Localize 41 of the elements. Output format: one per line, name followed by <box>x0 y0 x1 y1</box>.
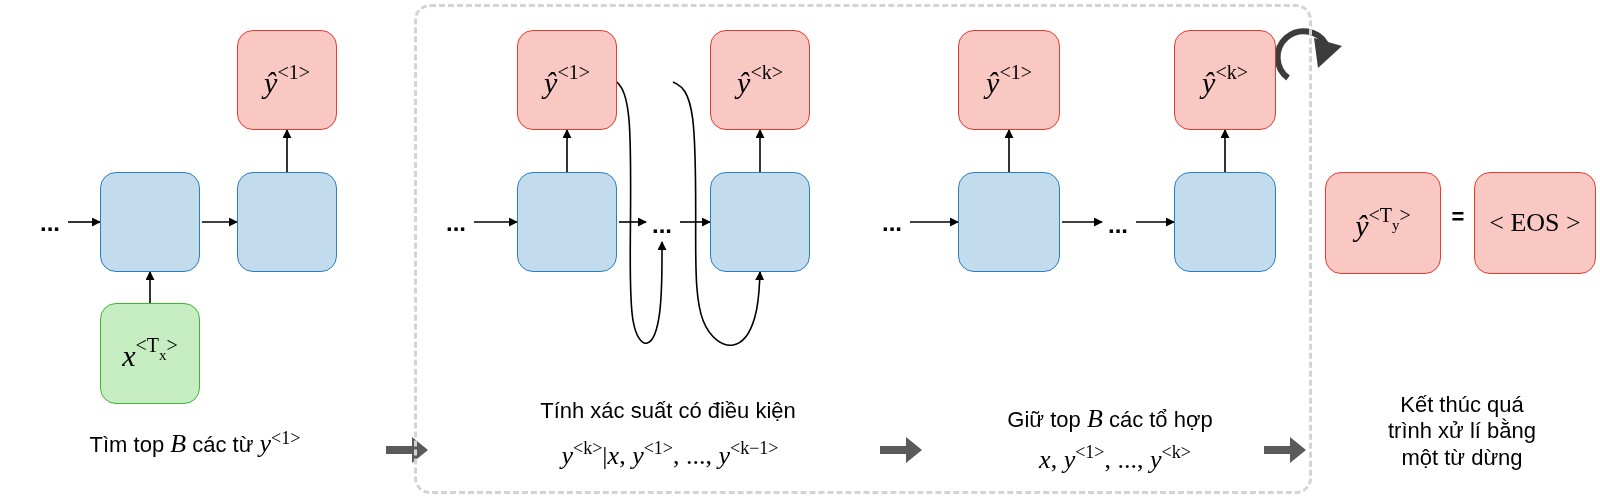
arrow <box>618 217 647 227</box>
arrow <box>473 217 518 227</box>
output-box: ŷ$^{<1>}$ <box>237 30 337 130</box>
formula-text: x, y$^{<1>}$, ..., y$^{<k>}$ <box>1037 442 1192 475</box>
arrow <box>562 129 572 173</box>
ellipsis-text: ... <box>440 208 472 238</box>
output-box: ŷ$^{<k>}$ <box>710 30 810 130</box>
ellipsis-text: ... <box>1102 210 1134 240</box>
caption-text: Giữ top B các tổ hợp <box>1006 404 1214 434</box>
dashed-frame <box>414 4 1312 494</box>
caption-text: Tìm top B các từ y$^{<1>}$ <box>88 428 302 460</box>
arrow <box>616 81 667 345</box>
ellipsis-text: ... <box>646 210 678 240</box>
caption-text: Kết thúc quá trình xử lí bằng một từ dừng <box>1387 392 1537 472</box>
output-box: ŷ$^{<1>}$ <box>517 30 617 130</box>
ellipsis-text: ... <box>876 208 908 238</box>
hidden-state-box <box>958 172 1060 272</box>
output-box: ŷ$^{<k>}$ <box>1174 30 1276 130</box>
arrow <box>1004 129 1014 173</box>
arrow <box>1061 217 1103 227</box>
arrow <box>1135 217 1175 227</box>
equals-sign: = <box>1450 204 1466 230</box>
hidden-state-box <box>1174 172 1276 272</box>
arrow <box>1220 129 1230 173</box>
arrow <box>201 217 238 227</box>
arrow <box>755 129 765 173</box>
output-box: < EOS > <box>1474 172 1596 274</box>
arrow <box>679 217 711 227</box>
hidden-state-box <box>237 172 337 272</box>
output-box: ŷ$^{<1>}$ <box>958 30 1060 130</box>
caption-text: Tính xác suất có điều kiện <box>539 398 797 424</box>
arrow <box>909 217 959 227</box>
arrow <box>282 129 292 173</box>
hidden-state-box <box>517 172 617 272</box>
arrow <box>145 271 155 304</box>
hidden-state-box <box>100 172 200 272</box>
ellipsis-text: ... <box>34 208 66 238</box>
formula-text: y$^{<k>}$|x, y$^{<1>}$, ..., y$^{<k−1>}$ <box>558 438 780 471</box>
hidden-state-box <box>710 172 810 272</box>
arrow <box>672 81 765 346</box>
arrow <box>67 217 101 227</box>
